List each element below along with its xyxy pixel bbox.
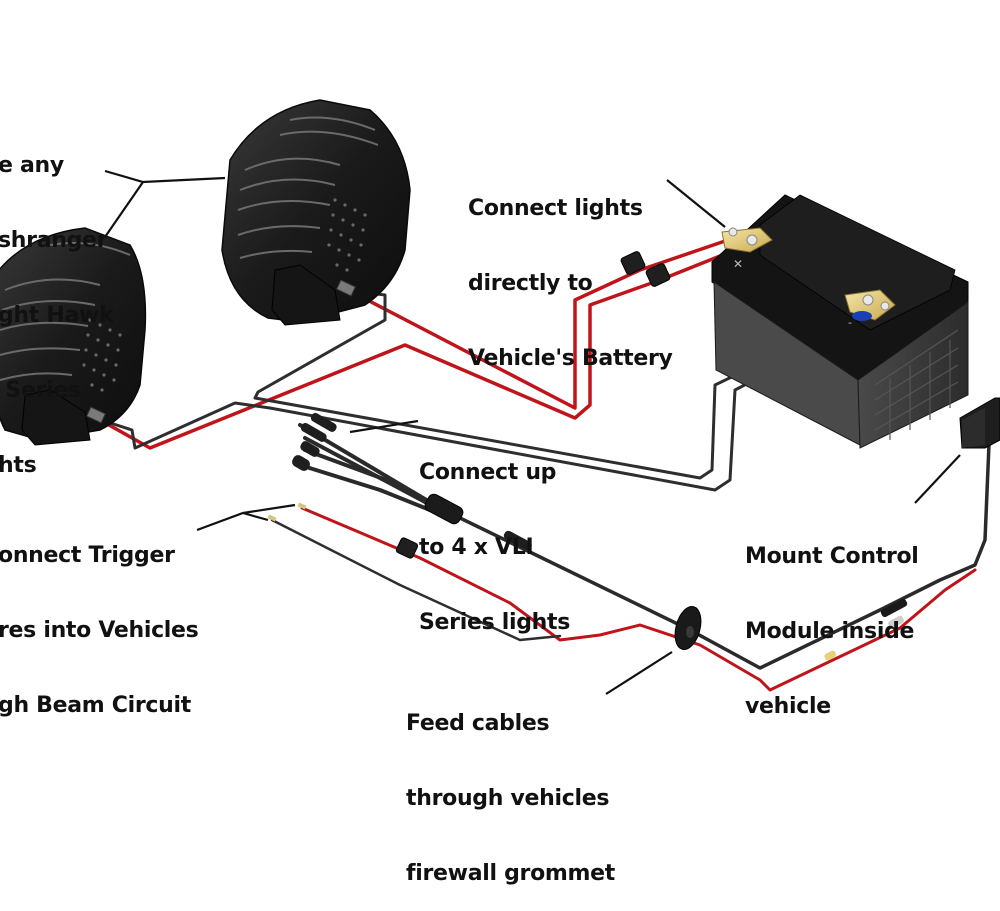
label-module: Mount Control Module inside vehicle — [745, 494, 919, 744]
label-module-line-2: Module inside — [745, 619, 915, 644]
light-lower-fins — [0, 241, 131, 381]
leader-battery — [666, 179, 726, 228]
label-splitter-line-3: Series lights — [419, 610, 571, 635]
inline-fuse-2 — [645, 263, 671, 287]
lower-light-negative-wire — [93, 320, 867, 492]
module-connectors — [824, 598, 908, 661]
label-trigger-line-2: res into Vehicles — [0, 618, 199, 643]
leader-module — [914, 454, 961, 504]
negative-terminal-bolt — [862, 294, 874, 306]
leader-grommet — [605, 651, 673, 695]
leader-splitter — [349, 419, 419, 434]
control-module — [959, 397, 1000, 449]
upper-light-positive-wire — [350, 238, 730, 410]
splitter-harness — [292, 413, 532, 551]
upper-light-negative-wire — [253, 288, 862, 480]
light-lower-connector — [85, 406, 107, 424]
splitter-plug-1 — [310, 413, 337, 432]
splitter-branch-4 — [298, 463, 442, 516]
battery: ✕ - — [711, 194, 969, 449]
label-battery-line-1: Connect lights — [468, 196, 643, 221]
light-upper-connector — [335, 279, 357, 297]
label-lights-line-2: shranger — [0, 228, 108, 253]
leader-lines — [104, 169, 961, 695]
label-lights-line-1: e any — [0, 153, 64, 178]
battery-lid — [759, 194, 956, 331]
trigger-negative-terminal — [267, 514, 277, 522]
light-upper-bracket — [271, 264, 341, 326]
battery-side — [857, 301, 969, 449]
positive-terminal-nut — [728, 227, 738, 237]
inline-fuse-1 — [620, 251, 646, 275]
splitter-trunk — [458, 418, 992, 670]
label-grommet: Feed cables through vehicles firewall gr… — [406, 661, 615, 911]
wiring-diagram: ✕ - — [0, 99, 1000, 695]
splitter-inline-connector — [503, 530, 532, 551]
label-lights-line-4: Series — [0, 378, 81, 403]
label-trigger-line-1: onnect Trigger — [0, 543, 175, 568]
splitter-body — [424, 493, 464, 525]
trigger-components — [267, 502, 419, 559]
negative-post — [852, 311, 872, 321]
label-splitter-line-1: Connect up — [419, 460, 557, 485]
trigger-negative-wire — [270, 518, 562, 642]
label-grommet-line-3: firewall grommet — [406, 861, 615, 886]
leader-trigger — [196, 503, 296, 532]
battery-ribs — [874, 329, 959, 440]
light-lower-bracket — [21, 389, 91, 446]
light-upper — [221, 99, 411, 326]
label-battery-line-3: Vehicle's Battery — [468, 346, 673, 371]
firewall-grommet — [674, 606, 702, 650]
label-splitter-line-2: to 4 x VLI — [419, 535, 534, 560]
splitter-plug-2 — [300, 422, 327, 442]
label-battery-line-2: directly to — [468, 271, 593, 296]
trigger-butt-splice — [824, 650, 837, 661]
leader-lights — [104, 169, 226, 238]
grommet-hole — [686, 626, 694, 638]
control-module-face — [962, 408, 985, 448]
light-lower-vents — [82, 318, 122, 392]
negative-symbol: - — [848, 316, 852, 329]
trigger-inline-fuse — [395, 537, 419, 559]
label-lights-line-5: hts — [0, 453, 37, 478]
lower-light-positive-wire — [98, 248, 737, 450]
trigger-positive-terminal — [297, 502, 307, 510]
light-upper-fins — [237, 116, 379, 259]
splitter-plug-3 — [300, 441, 320, 457]
inline-fuses — [620, 251, 671, 287]
label-lights-line-3: ght Hawk — [0, 303, 114, 328]
light-lower — [0, 227, 147, 446]
label-grommet-line-2: through vehicles — [406, 786, 610, 811]
light-upper-housing — [221, 99, 411, 323]
label-trigger: onnect Trigger res into Vehicles gh Beam… — [0, 493, 199, 743]
trigger-positive-wire — [300, 506, 977, 692]
module-fuse-connector — [888, 615, 904, 629]
splitter-plug-4 — [292, 455, 310, 471]
label-battery: Connect lights directly to Vehicle's Bat… — [468, 146, 673, 396]
label-trigger-line-3: gh Beam Circuit — [0, 693, 191, 718]
negative-terminal-nut — [880, 301, 890, 311]
positive-symbol: ✕ — [733, 257, 743, 271]
light-upper-vents — [327, 198, 367, 272]
module-inline-connector — [880, 598, 908, 618]
label-splitter: Connect up to 4 x VLI Series lights — [419, 410, 570, 660]
wires — [93, 238, 992, 692]
positive-terminal-bolt — [746, 234, 758, 246]
label-module-line-1: Mount Control — [745, 544, 919, 569]
label-grommet-line-1: Feed cables — [406, 711, 550, 736]
label-module-line-3: vehicle — [745, 694, 831, 719]
label-lights: e any shranger ght Hawk Series hts — [0, 103, 114, 503]
